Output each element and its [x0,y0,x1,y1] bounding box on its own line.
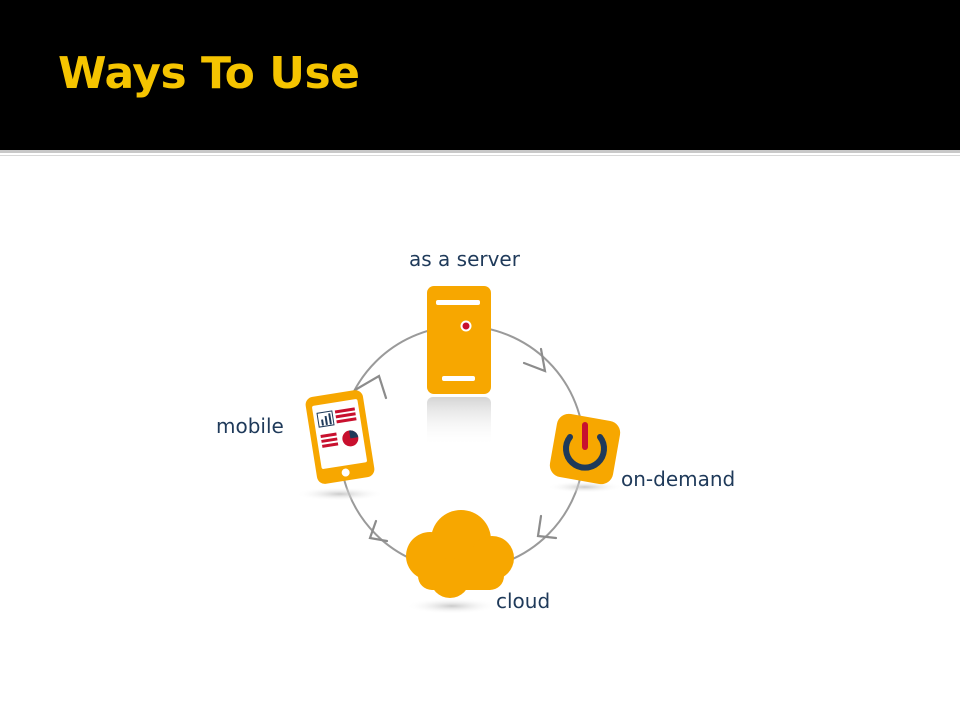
arrow-ondemand-to-cloud [536,514,558,540]
arrow-cloud-to-mobile [368,519,389,543]
header-divider [0,150,960,153]
on-demand-label: on-demand [621,467,735,491]
server-label: as a server [409,247,521,271]
slide-title: Ways To Use [58,48,360,99]
on-demand-node: on-demand [547,413,735,493]
header-divider-thin [0,155,960,156]
mobile-label: mobile [216,414,284,438]
power-icon [547,413,623,493]
server-node: as a server [409,247,521,447]
mobile-node: mobile [216,390,384,501]
server-icon [427,286,491,447]
cloud-node: cloud [406,510,550,614]
slide-header: Ways To Use [0,0,960,150]
arrow-mobile-to-server [353,374,388,400]
cloud-label: cloud [496,589,550,613]
cycle-arrows [353,347,558,543]
cloud-icon [406,510,514,614]
tablet-icon [296,390,384,501]
arrow-server-to-ondemand [522,347,547,373]
